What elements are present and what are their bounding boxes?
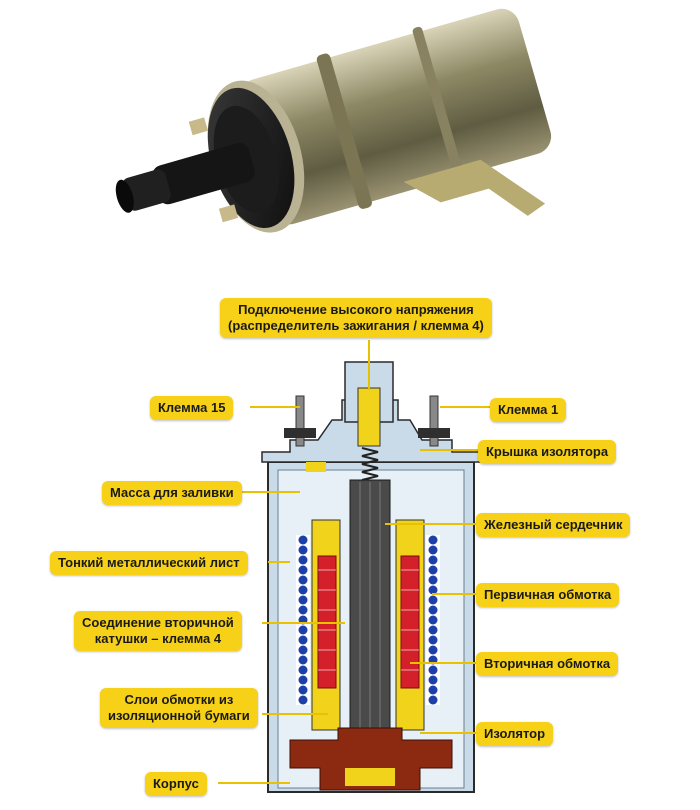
primary-winding-turn xyxy=(428,615,438,625)
primary-winding-turn xyxy=(428,675,438,685)
label-high-voltage-line2: (распределитель зажигания / клемма 4) xyxy=(228,318,484,333)
primary-winding-turn xyxy=(298,595,308,605)
primary-winding-turn xyxy=(428,625,438,635)
hv-tower xyxy=(152,143,255,205)
primary-winding-turn xyxy=(298,585,308,595)
bottom-insulator xyxy=(289,727,453,791)
primary-winding-turn xyxy=(298,645,308,655)
label-high-voltage: Подключение высокого напряжения (распред… xyxy=(220,298,492,338)
spring xyxy=(361,447,379,481)
primary-winding-turn xyxy=(428,685,438,695)
label-primary-winding: Первичная обмотка xyxy=(476,583,620,607)
primary-winding-turn xyxy=(298,655,308,665)
label-insulator-cap: Крышка изолятора xyxy=(478,440,617,464)
primary-winding-turn xyxy=(298,695,308,705)
label-iron-core: Железный сердечник xyxy=(476,513,631,537)
ignition-coil-photo xyxy=(115,8,552,233)
label-secondary-connection-line1: Соединение вторичной xyxy=(82,615,234,630)
primary-winding-turn xyxy=(428,565,438,575)
primary-winding-turn xyxy=(298,535,308,545)
label-housing: Корпус xyxy=(145,772,207,796)
label-terminal-1: Клемма 1 xyxy=(490,398,567,422)
label-thin-sheet: Тонкий металлический лист xyxy=(50,551,248,575)
primary-winding-turn xyxy=(428,585,438,595)
primary-winding-turn xyxy=(428,555,438,565)
label-filling-mass: Масса для заливки xyxy=(102,481,242,505)
terminal-15-stud xyxy=(295,395,305,447)
label-high-voltage-line1: Подключение высокого напряжения xyxy=(238,302,474,317)
label-secondary-winding: Вторичная обмотка xyxy=(476,652,619,676)
label-paper-layers-line1: Слои обмотки из xyxy=(124,692,234,707)
label-insulator: Изолятор xyxy=(476,722,554,746)
primary-winding-turn xyxy=(428,545,438,555)
label-terminal-15: Клемма 15 xyxy=(150,396,234,420)
primary-winding-turn xyxy=(428,635,438,645)
primary-winding-turn xyxy=(298,575,308,585)
primary-winding-turn xyxy=(298,685,308,695)
primary-winding-turn xyxy=(298,565,308,575)
primary-winding-turn xyxy=(428,605,438,615)
primary-winding-turn xyxy=(428,665,438,675)
primary-winding-turn xyxy=(298,675,308,685)
label-paper-layers-line2: изоляционной бумаги xyxy=(108,708,250,723)
primary-winding-turn xyxy=(428,535,438,545)
label-secondary-connection-line2: катушки – клемма 4 xyxy=(94,631,222,646)
primary-winding-turn xyxy=(428,645,438,655)
primary-winding-turn xyxy=(428,575,438,585)
primary-winding-turn xyxy=(298,555,308,565)
label-secondary-connection: Соединение вторичной катушки – клемма 4 xyxy=(74,611,242,651)
primary-winding-turn xyxy=(298,625,308,635)
primary-winding-turn xyxy=(298,635,308,645)
primary-winding-turn xyxy=(298,545,308,555)
label-paper-layers: Слои обмотки из изоляционной бумаги xyxy=(100,688,258,728)
primary-winding-turn xyxy=(428,695,438,705)
primary-winding-turn xyxy=(298,665,308,675)
primary-winding-turn xyxy=(428,595,438,605)
primary-winding-turn xyxy=(298,605,308,615)
mount-bracket xyxy=(403,159,546,216)
